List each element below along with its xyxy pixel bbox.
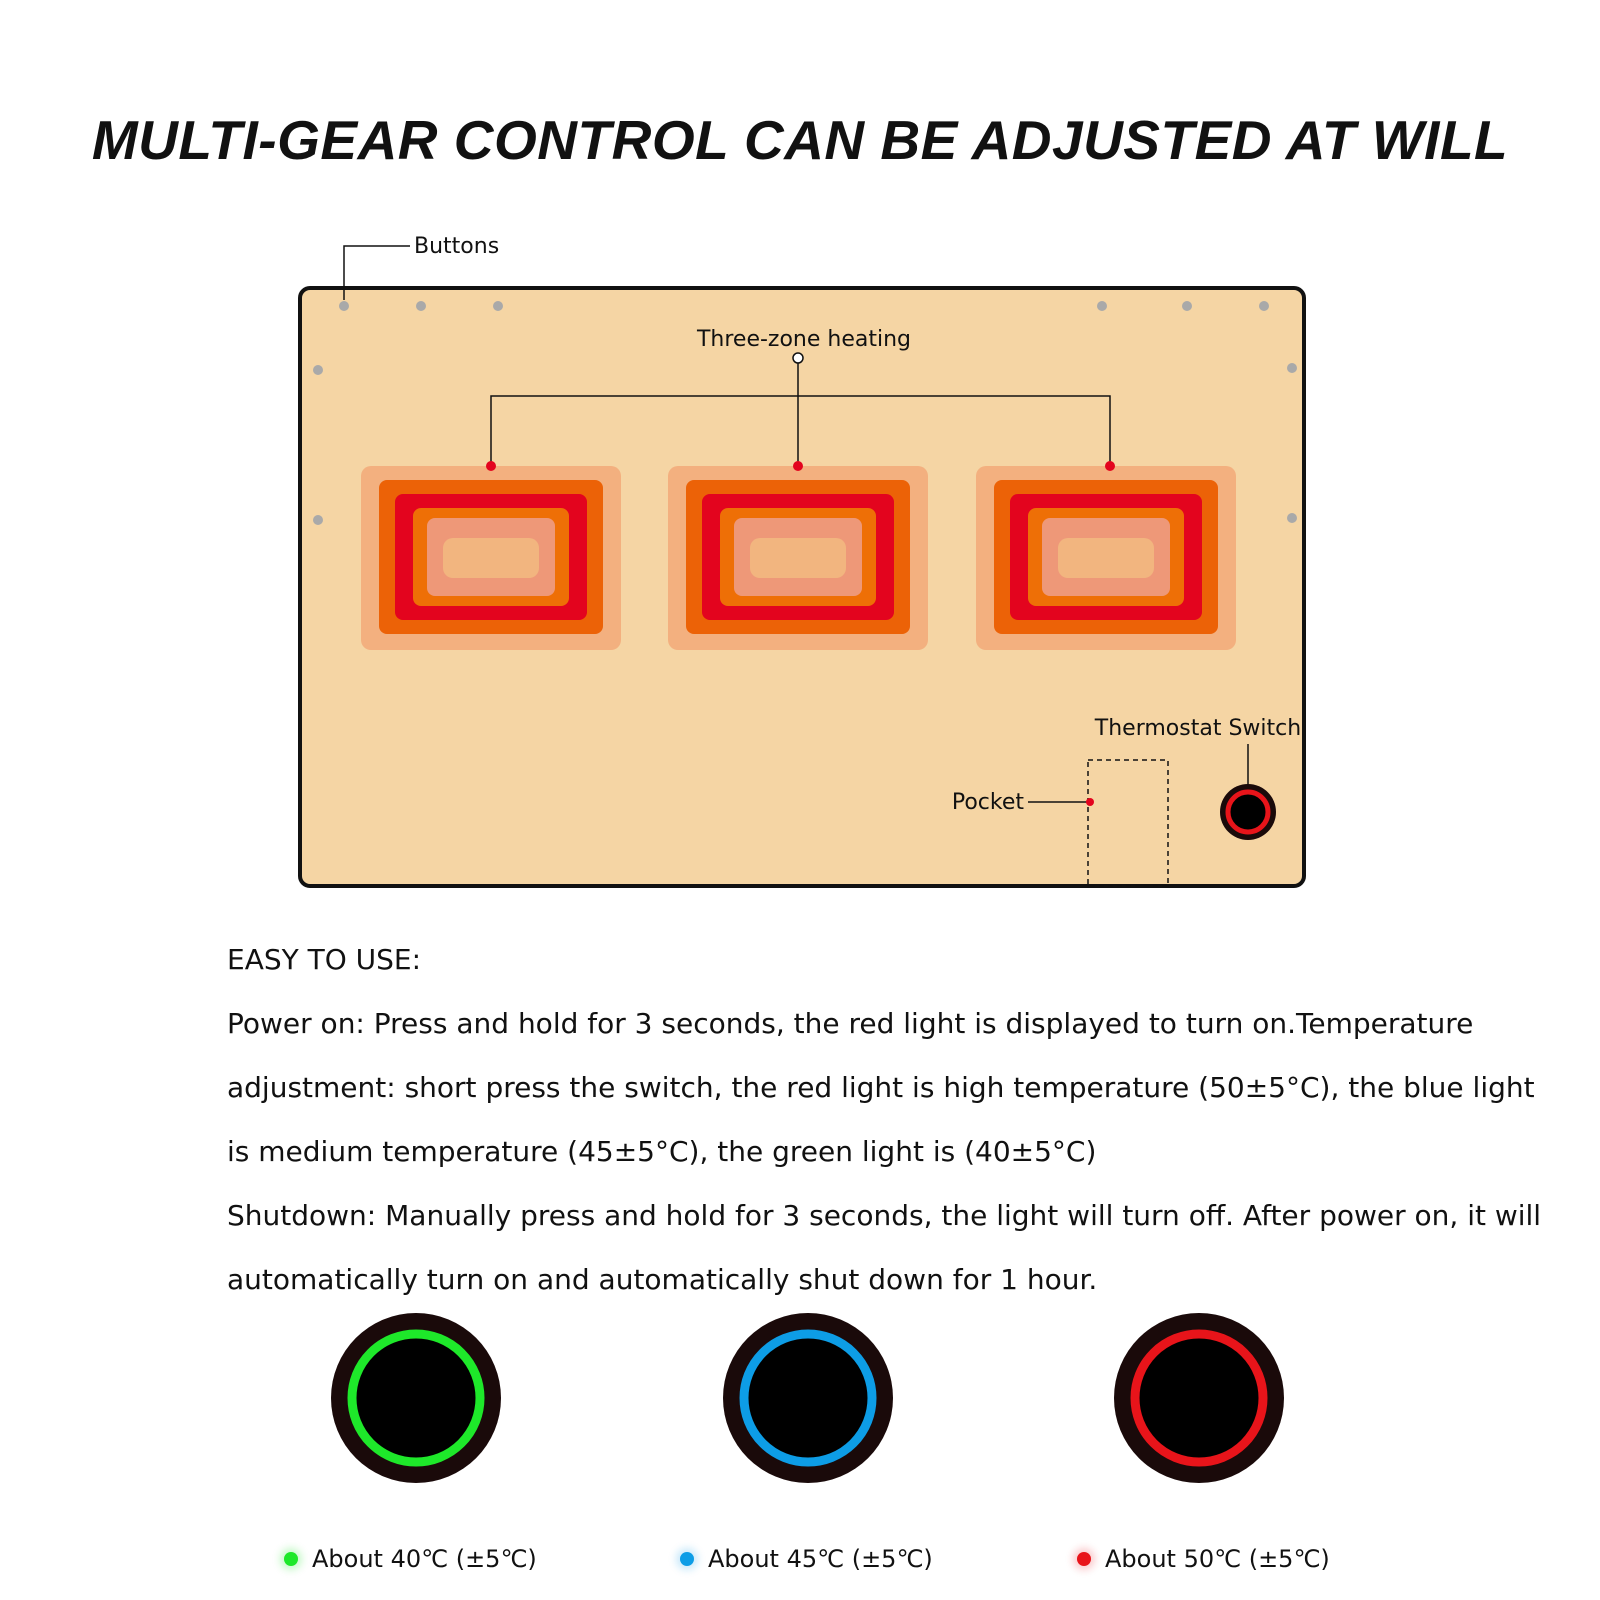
zone-marker xyxy=(486,461,496,471)
legend-label: About 40℃ (±5℃) xyxy=(312,1545,537,1573)
heating-zone-2 xyxy=(668,466,928,650)
legend-item-50: About 50℃ (±5℃) xyxy=(1077,1545,1330,1573)
thermostat-switch-label: Thermostat Switch xyxy=(1094,716,1301,741)
button-dot xyxy=(339,301,349,311)
legend-item-45: About 45℃ (±5℃) xyxy=(680,1545,933,1573)
shutdown-instructions: Shutdown: Manually press and hold for 3 … xyxy=(227,1199,1542,1296)
thermostat-switch[interactable] xyxy=(1220,784,1276,840)
green-light-switch xyxy=(331,1313,501,1483)
blue-dot-icon xyxy=(680,1552,694,1566)
page-title: MULTI-GEAR CONTROL CAN BE ADJUSTED AT WI… xyxy=(91,109,1509,171)
button-dot xyxy=(416,301,426,311)
green-dot-icon xyxy=(284,1552,298,1566)
button-dot xyxy=(1259,301,1269,311)
blue-light-switch xyxy=(723,1313,893,1483)
power-on-instructions: Power on: Press and hold for 3 seconds, … xyxy=(227,1007,1535,1168)
instructions: EASY TO USE: Power on: Press and hold fo… xyxy=(227,928,1557,1312)
button-dot xyxy=(313,365,323,375)
heating-zone-1 xyxy=(361,466,621,650)
legend-label: About 45℃ (±5℃) xyxy=(708,1545,933,1573)
button-dot xyxy=(1287,513,1297,523)
zone-marker xyxy=(793,461,803,471)
legend-label: About 50℃ (±5℃) xyxy=(1105,1545,1330,1573)
buttons-callout-line xyxy=(343,245,410,300)
red-light-switch xyxy=(1114,1313,1284,1483)
button-dot xyxy=(1182,301,1192,311)
three-zone-heating-label: Three-zone heating xyxy=(696,327,911,352)
button-dot xyxy=(313,515,323,525)
button-dot xyxy=(493,301,503,311)
callout-line xyxy=(490,395,1111,466)
instructions-heading: EASY TO USE: xyxy=(227,943,422,976)
callout-anchor xyxy=(792,352,804,364)
legend-item-40: About 40℃ (±5℃) xyxy=(284,1545,537,1573)
pocket-outline xyxy=(1087,759,1169,887)
pocket-label: Pocket xyxy=(952,790,1025,815)
button-dot xyxy=(1097,301,1107,311)
button-dots xyxy=(313,301,1297,525)
zone-marker xyxy=(1105,461,1115,471)
button-dot xyxy=(1287,363,1297,373)
red-dot-icon xyxy=(1077,1552,1091,1566)
buttons-label: Buttons xyxy=(414,234,499,259)
heating-zone-3 xyxy=(976,466,1236,650)
pocket-marker xyxy=(1086,798,1094,806)
